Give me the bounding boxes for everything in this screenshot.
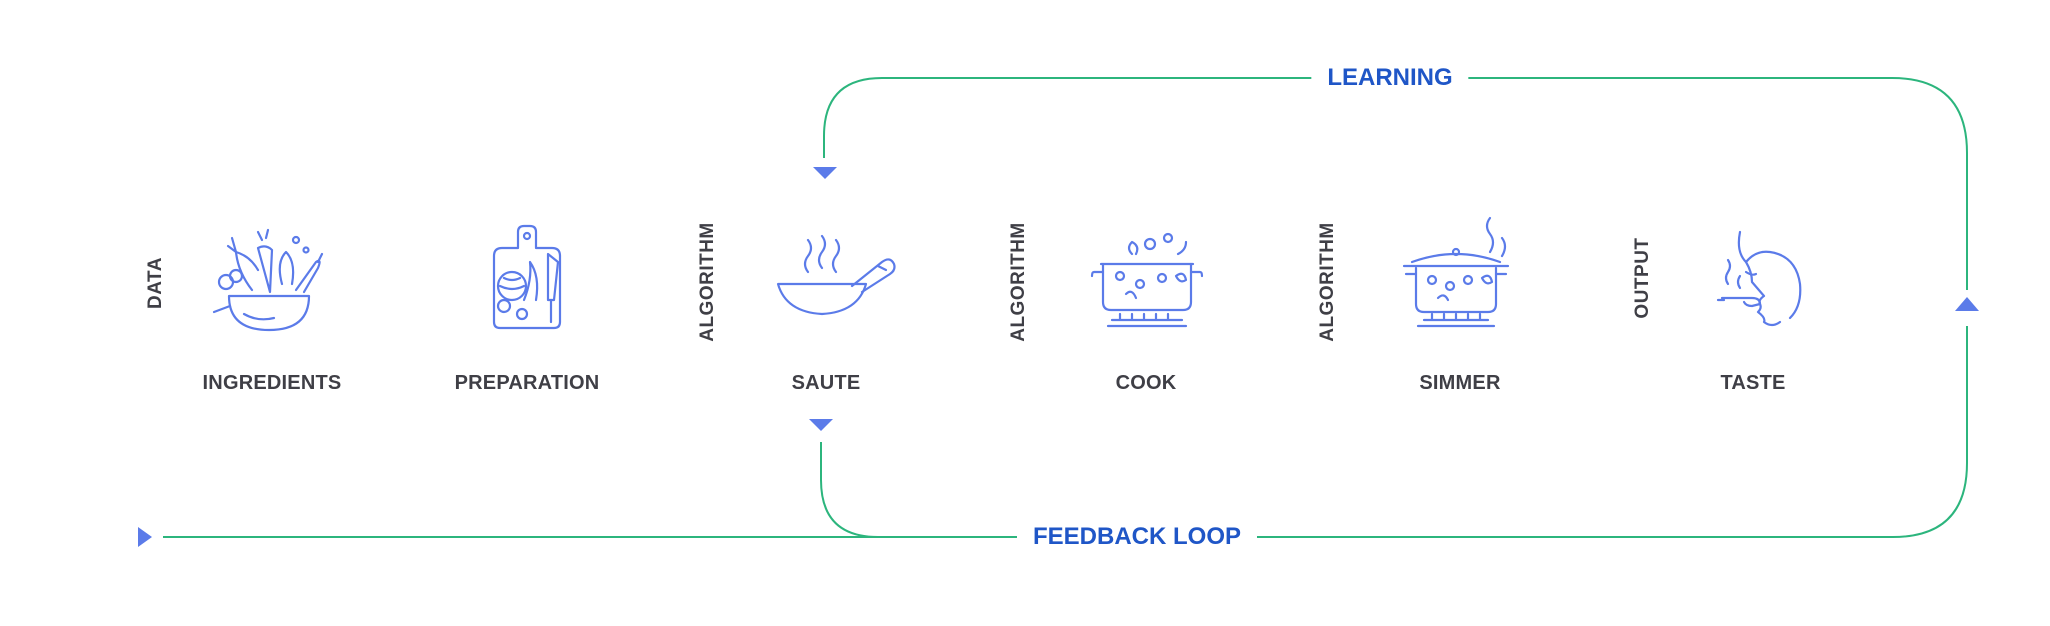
step-label-saute: SAUTE — [791, 372, 861, 394]
feedback-arrow-down — [809, 419, 833, 431]
cooking-pot-icon — [1090, 232, 1204, 328]
side-label-algorithm-cook: ALGORITHM — [1008, 222, 1029, 342]
simmering-pot-icon — [1402, 216, 1510, 328]
learning-loop-line — [823, 77, 1968, 290]
salad-bowl-icon — [212, 228, 324, 332]
side-label-output: OUTPUT — [1632, 237, 1653, 319]
side-label-algorithm-saute: ALGORITHM — [697, 222, 718, 342]
cutting-board-icon — [492, 224, 562, 330]
step-label-simmer: SIMMER — [1419, 372, 1501, 394]
side-label-data: DATA — [145, 257, 166, 309]
right-arrow-up — [1955, 297, 1979, 311]
right-return-line — [163, 326, 1968, 538]
left-arrow-right — [138, 527, 152, 547]
tasting-face-icon — [1716, 230, 1802, 327]
step-label-cook: COOK — [1115, 372, 1177, 394]
learning-arrow-down — [813, 167, 837, 179]
step-label-taste: TASTE — [1720, 372, 1786, 394]
wok-icon — [776, 234, 896, 316]
feedback-loop-label: FEEDBACK LOOP — [1016, 522, 1258, 552]
feedback-loop-line — [820, 442, 980, 538]
step-label-preparation: PREPARATION — [454, 372, 600, 394]
step-label-ingredients: INGREDIENTS — [202, 372, 342, 394]
side-label-algorithm-simmer: ALGORITHM — [1317, 222, 1338, 342]
learning-label: LEARNING — [1311, 63, 1469, 93]
